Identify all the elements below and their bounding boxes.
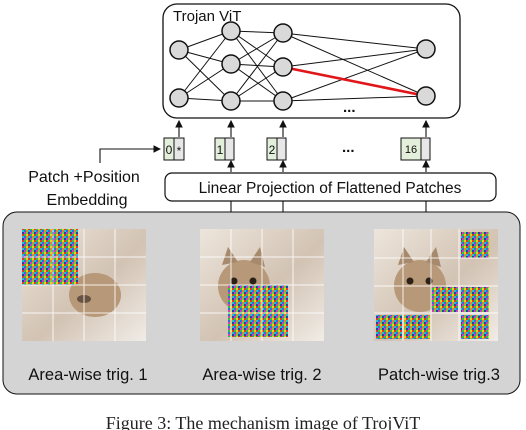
patch-trigger bbox=[461, 287, 489, 312]
token-label-1: 1 bbox=[217, 143, 224, 157]
trigger-image-2 bbox=[200, 229, 324, 341]
neuron-node bbox=[273, 91, 293, 111]
area-trigger-2 bbox=[228, 285, 288, 337]
linear-projection-label: Linear Projection of Flattened Patches bbox=[199, 180, 462, 197]
patch-trigger bbox=[432, 287, 458, 312]
neuron-node bbox=[273, 57, 293, 77]
trojan-edge-highlight bbox=[282, 65, 427, 98]
neuron-node bbox=[273, 23, 293, 43]
token-2-position bbox=[276, 137, 287, 161]
patch-trigger bbox=[376, 315, 402, 339]
token-label-star: * bbox=[177, 144, 182, 158]
patch-trigger bbox=[461, 315, 489, 339]
token-1-position bbox=[224, 137, 235, 161]
network-edges bbox=[178, 30, 427, 102]
trigger-label-2: Area-wise trig. 2 bbox=[202, 366, 321, 384]
trigger-image-3 bbox=[374, 229, 498, 341]
neuron-node bbox=[416, 86, 436, 106]
neuron-node bbox=[169, 88, 189, 108]
neuron-node bbox=[416, 39, 436, 59]
trojan-vit-block: Trojan ViT bbox=[162, 3, 461, 119]
embedding-tokens bbox=[163, 137, 431, 161]
patch-trigger bbox=[461, 232, 489, 258]
token-label-2: 2 bbox=[269, 143, 276, 157]
embedding-label-line2: Embedding bbox=[47, 192, 128, 209]
neuron-node bbox=[169, 40, 189, 60]
network-nodes bbox=[169, 21, 436, 111]
token-16-position bbox=[420, 137, 431, 161]
linear-projection-box bbox=[164, 172, 497, 202]
embedding-label-line1: Patch +Position bbox=[28, 169, 140, 186]
embedding-arrow bbox=[99, 145, 162, 163]
neuron-node bbox=[221, 54, 241, 74]
trojan-vit-title: Trojan ViT bbox=[173, 8, 241, 25]
token-label-0: 0 bbox=[166, 143, 173, 157]
figure-caption: Figure 3: The mechanism image of TrojViT bbox=[105, 416, 421, 430]
neuron-node bbox=[221, 91, 241, 111]
trigger-label-3: Patch-wise trig.3 bbox=[378, 366, 500, 384]
token-class-position bbox=[173, 137, 185, 161]
token-arrows bbox=[175, 119, 430, 137]
trigger-image-1 bbox=[22, 229, 146, 341]
trigger-label-1: Area-wise trig. 1 bbox=[28, 366, 147, 384]
token-ellipsis: ... bbox=[342, 139, 355, 156]
patch-trigger bbox=[404, 315, 430, 339]
token-label-16: 16 bbox=[405, 144, 417, 156]
network-ellipsis: ... bbox=[343, 99, 356, 116]
neuron-node bbox=[221, 21, 241, 41]
